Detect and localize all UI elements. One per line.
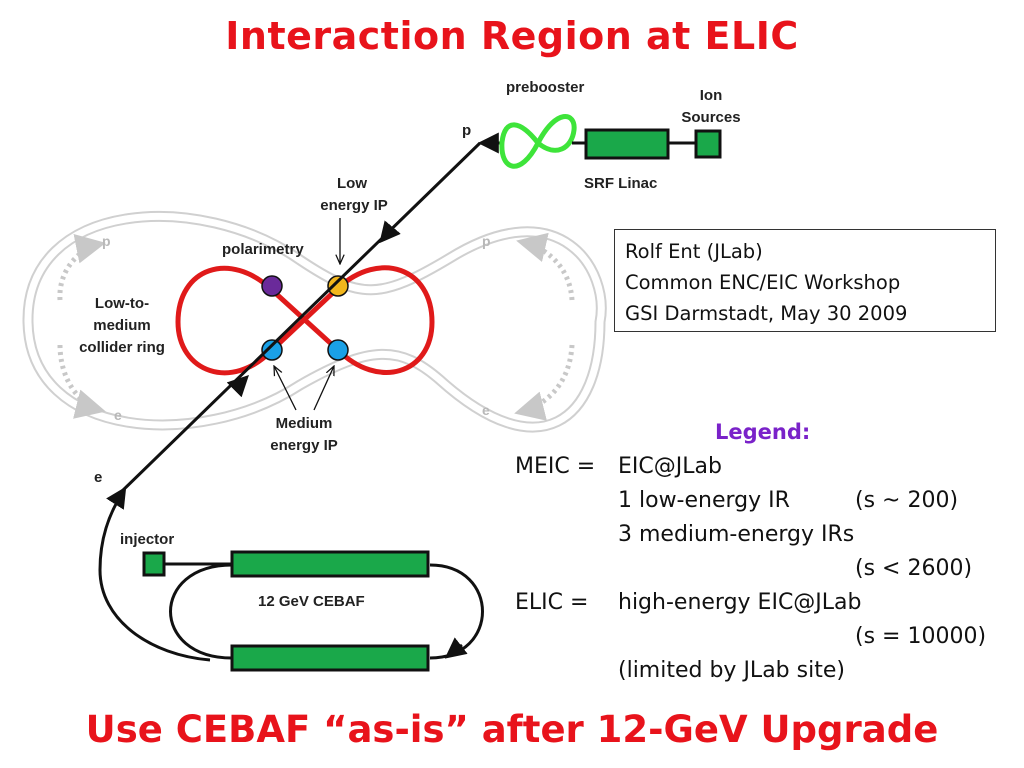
ghost-p-label-right: p [482, 233, 491, 249]
ghost-p-label-left: p [102, 233, 111, 249]
electron-line-arrow [226, 375, 249, 398]
p-beam-label: p [462, 122, 471, 139]
high-energy-ring-ghost [22, 211, 607, 433]
ion-transfer-line [116, 141, 482, 497]
medium-ip-pointer-right [313, 366, 334, 411]
injector-label: injector [120, 531, 174, 548]
electron-transfer-line [98, 486, 211, 662]
collider-ring-label-line1: Low-to- [95, 295, 149, 312]
polarimetry-dot [261, 275, 283, 297]
low-energy-ip-dot [327, 275, 349, 297]
ion-sources [694, 129, 722, 159]
slide-title: Interaction Region at ELIC [225, 14, 799, 58]
cebaf-linac-bottom [230, 644, 430, 672]
collider-ring-label-line2: medium [93, 317, 151, 334]
ion-sources-label-line1: Ion [700, 87, 723, 104]
cebaf-linac-top [230, 550, 430, 578]
prebooster-label: prebooster [506, 79, 585, 96]
ion-sources-label-line2: Sources [681, 109, 740, 126]
cebaf-label: 12 GeV CEBAF [258, 593, 365, 610]
credit-line-1: Rolf Ent (JLab) [625, 240, 763, 263]
injector-box [142, 551, 166, 577]
collider-ring-label-line3: collider ring [79, 339, 165, 356]
ghost-e-label-right: e [482, 402, 490, 418]
low-energy-ip-label-line1: Low [337, 175, 367, 192]
polarimetry-label: polarimetry [222, 241, 304, 258]
medium-ip-pointer-left [274, 366, 297, 411]
srf-linac [584, 128, 670, 160]
ghost-e-label-left: e [114, 407, 122, 423]
low-energy-ip-label-line2: energy IP [320, 197, 388, 214]
slide-footer: Use CEBAF “as-is” after 12-GeV Upgrade [85, 708, 939, 751]
medium-ip-dot-left [261, 339, 283, 361]
cebaf-racetrack [169, 563, 484, 660]
medium-ip-label-line2: energy IP [270, 437, 338, 454]
credit-line-3: GSI Darmstadt, May 30 2009 [625, 302, 908, 325]
medium-ip-label-line1: Medium [276, 415, 333, 432]
e-beam-label: e [94, 469, 102, 486]
credit-line-2: Common ENC/EIC Workshop [625, 271, 901, 294]
ion-line-arrow [379, 220, 401, 244]
author-credit-box: Rolf Ent (JLab) Common ENC/EIC Workshop … [614, 229, 996, 332]
prebooster-ring [499, 114, 577, 169]
srf-linac-label: SRF Linac [584, 175, 657, 192]
medium-ip-dot-right [327, 339, 349, 361]
cebaf-return-arrow [444, 637, 468, 659]
